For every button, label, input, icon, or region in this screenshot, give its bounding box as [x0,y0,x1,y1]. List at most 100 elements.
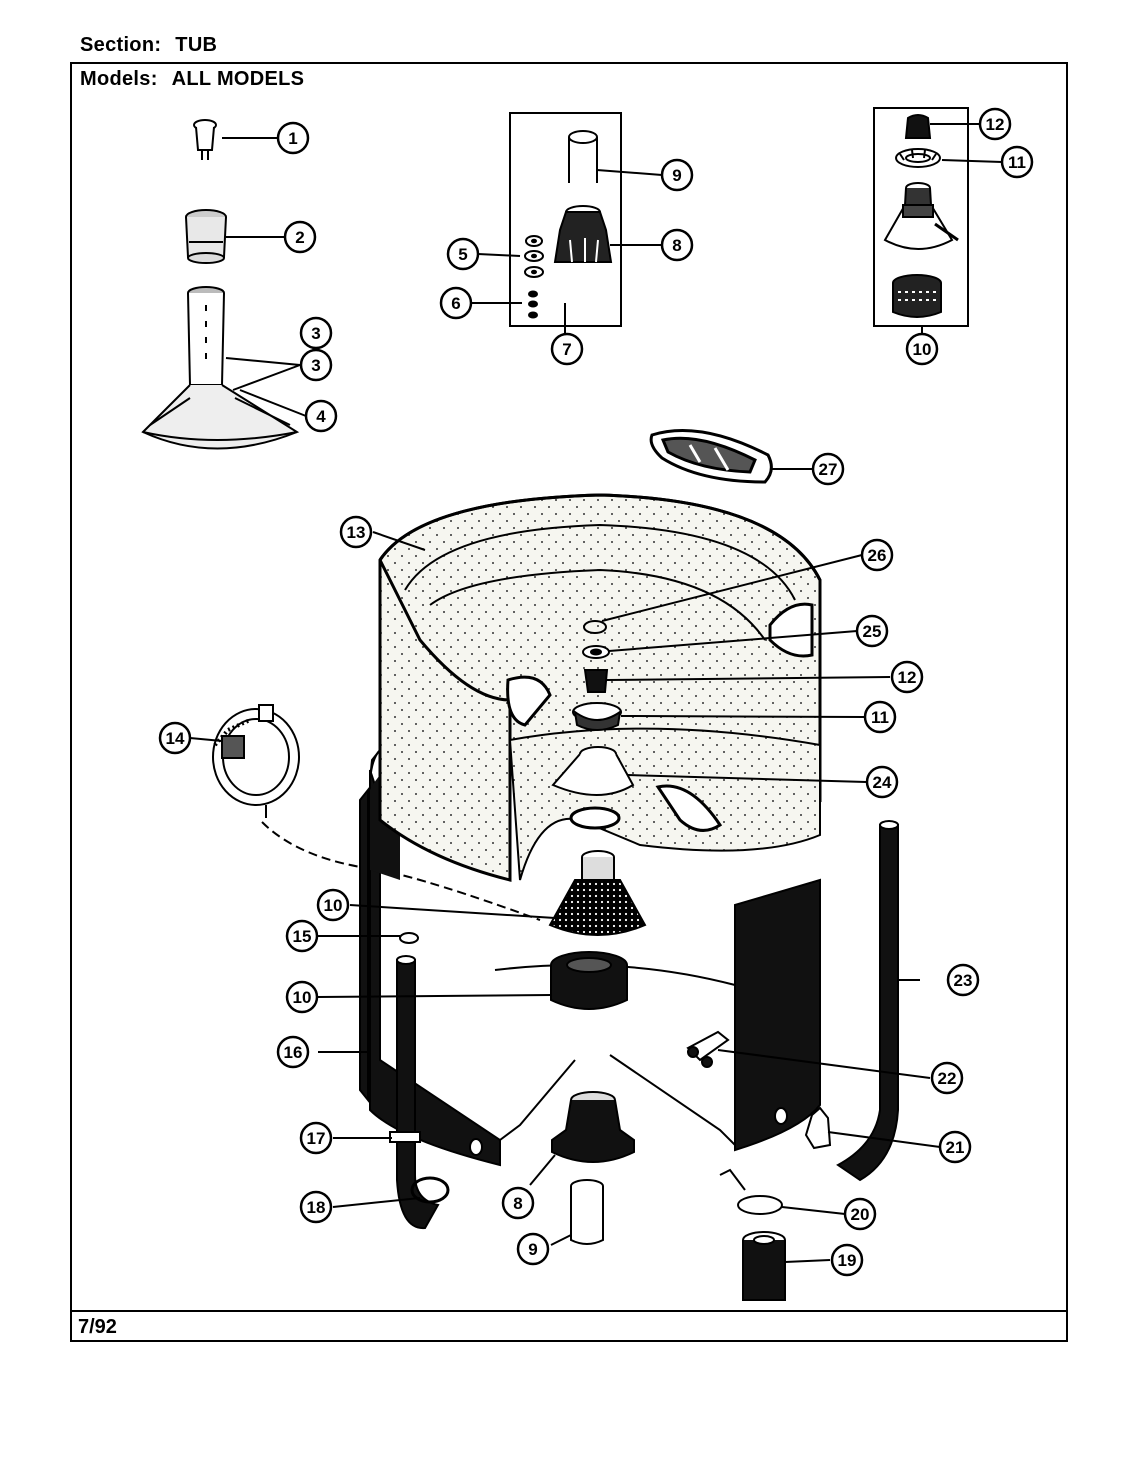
part-8-drive-block-top [553,205,613,263]
callout-number: 17 [307,1129,326,1148]
callout-number: 1 [288,129,297,148]
part-21-clamp [804,1106,832,1150]
callout-number: 3 [311,324,320,343]
callout-circle [285,919,319,953]
callout-number: 22 [938,1069,957,1088]
callout-number: 13 [347,523,366,542]
callout-number: 11 [871,708,889,727]
part-26-ring [583,620,607,634]
part-19-hose [742,1231,786,1301]
part-16-outer-tub [359,769,821,1167]
callout-number: 12 [986,115,1005,134]
callout-circle [299,316,333,350]
part-20-clamp [719,1168,783,1215]
callout-circle [860,538,894,572]
callout-number: 4 [316,407,326,426]
callout-circle [439,286,473,320]
callout-circle [304,399,338,433]
callout-circle [299,1121,333,1155]
callout-circle [660,228,694,262]
part-10-hub-inset [883,182,959,318]
callout-number: 8 [672,236,681,255]
callout-circle [276,1035,310,1069]
callout-number: 19 [838,1251,857,1270]
callout-circle [516,1232,550,1266]
callout-number: 7 [562,340,571,359]
callout-number: 12 [898,668,917,687]
callout-number: 25 [863,622,882,641]
callout-number: 24 [873,773,892,792]
footer-divider [70,1310,1068,1312]
part-2-bushing [185,209,227,264]
callout-circle [855,614,889,648]
callout-number: 9 [672,166,681,185]
callout-number: 15 [293,927,312,946]
callout-circle [865,765,899,799]
part-10-seal [550,951,628,1010]
callout-number: 14 [166,729,185,748]
callout-circle [299,348,333,382]
callout-circle [550,332,584,366]
callout-circle [158,721,192,755]
callout-circle [890,660,924,694]
callout-number: 10 [293,988,312,1007]
callout-circle [446,237,480,271]
callout-circle [283,220,317,254]
callout-number: 20 [851,1205,870,1224]
callout-circle [946,963,980,997]
callout-circle [1000,145,1034,179]
callout-circle [830,1243,864,1277]
callout-number: 9 [528,1240,537,1259]
models-value: ALL MODELS [171,68,305,90]
callout-circle [316,888,350,922]
part-9-tube-top [568,130,598,183]
callout-number: 23 [954,971,973,990]
diagram-frame [70,62,1068,1342]
callout-number: 10 [913,340,932,359]
callout-number: 27 [819,460,838,479]
part-12-nut-inset [904,114,932,139]
part-10-hub [548,850,647,936]
section-heading: Section: TUB [80,34,217,57]
callout-circle [299,1190,333,1224]
callout-number: 21 [946,1138,965,1157]
callout-number: 10 [324,896,343,915]
callout-circle [938,1130,972,1164]
callout-number: 18 [307,1198,326,1217]
part-24-cone [551,746,635,796]
callout-number: 5 [458,245,467,264]
callout-circle [905,332,939,366]
models-label: Models: [80,68,158,90]
part-9-tube [570,1179,604,1245]
callout-circle [501,1186,535,1220]
part-23-hose [836,820,899,1182]
part-25-washer [582,645,610,659]
part-1-cap [193,119,217,160]
part-3-pedestal [141,286,300,450]
part-11-ring [572,702,622,731]
callout-circle [863,700,897,734]
part-27-panel [649,429,773,484]
callout-circle [843,1197,877,1231]
callout-circle [811,452,845,486]
part-12-nut [583,669,609,693]
callout-layer [189,123,1003,1263]
callout-number: 11 [1008,153,1026,172]
callout-number: 26 [868,546,887,565]
revision-date: 7/92 [78,1316,117,1338]
callout-circle [276,121,310,155]
callout-number: 6 [451,294,460,313]
part-8-drive-block [551,1091,635,1163]
callout-number: 8 [513,1194,522,1213]
section-value: TUB [175,34,218,56]
callout-circle [339,515,373,549]
section-label: Section: [80,34,162,56]
callout-circle [930,1061,964,1095]
part-18-clamp [410,1176,450,1204]
callout-number: 16 [284,1043,303,1062]
part-6-balls [528,290,538,319]
part-5-washers [524,235,544,278]
part-22-clip [686,1030,730,1068]
